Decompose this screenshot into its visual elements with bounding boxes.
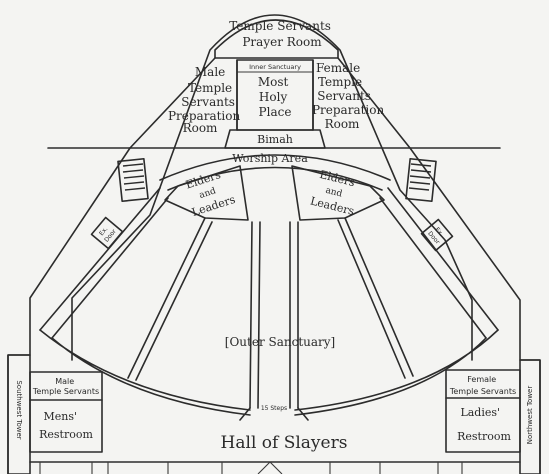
southwest-tower-label: Southwest Tower: [15, 380, 23, 439]
outer-sanctuary-label: [Outer Sanctuary]: [225, 335, 335, 349]
steps-label: 15 Steps: [261, 405, 287, 412]
inner-sanctuary-label: Inner Sanctuary: [249, 63, 301, 71]
ladies-restroom-label: Ladies' Restroom: [457, 406, 511, 443]
worship-area-label: Worship Area: [232, 152, 308, 165]
mens-restroom-label: Mens' Restroom: [39, 410, 93, 441]
bimah-label: Bimah: [257, 133, 293, 146]
spoke-1: [127, 217, 213, 381]
hall-of-slayers-label: Hall of Slayers: [221, 433, 348, 453]
fan-bottom-arc: [39, 329, 251, 416]
prayer-room-label: Temple Servants Prayer Room: [229, 19, 335, 49]
spoke-3: [289, 221, 299, 409]
fan-right-edge: [379, 187, 499, 339]
spoke-4: [337, 217, 414, 379]
ladies-block: [445, 369, 521, 453]
fan-bottom-arc-right: [294, 329, 499, 416]
stair-right: [405, 157, 437, 203]
northwest-tower-label: Northwest Tower: [526, 386, 534, 445]
ladies-servants-label: Female Temple Servants: [449, 375, 516, 396]
stair-left: [117, 157, 149, 203]
fan-left-edge: [39, 187, 169, 339]
exit-box-left: [90, 216, 124, 250]
exit-box-right: [420, 218, 454, 252]
top-arch: [214, 19, 339, 59]
elders-box-right: [291, 165, 385, 221]
bimah-platform: [224, 129, 326, 149]
hall-bottom-cells: [39, 461, 463, 474]
mens-block: [29, 371, 103, 453]
mens-servants-label: Male Temple Servants: [32, 377, 99, 396]
elders-box-left: [164, 165, 249, 221]
outer-wall-left: [7, 147, 131, 474]
male-prep-label: Male Temple Servants Preparation Room: [168, 65, 244, 135]
worship-area-arc: [159, 154, 391, 181]
spoke-2: [249, 221, 261, 409]
building-outline: [71, 14, 473, 361]
elders-right-label: Elders and Leaders: [309, 167, 363, 218]
female-prep-label: Female Temple Servants Preparation Room: [312, 61, 388, 131]
most-holy-label: Most Holy Place: [258, 75, 292, 119]
prep-rooms-boundary: [129, 57, 411, 149]
steps-opening: [239, 407, 309, 421]
